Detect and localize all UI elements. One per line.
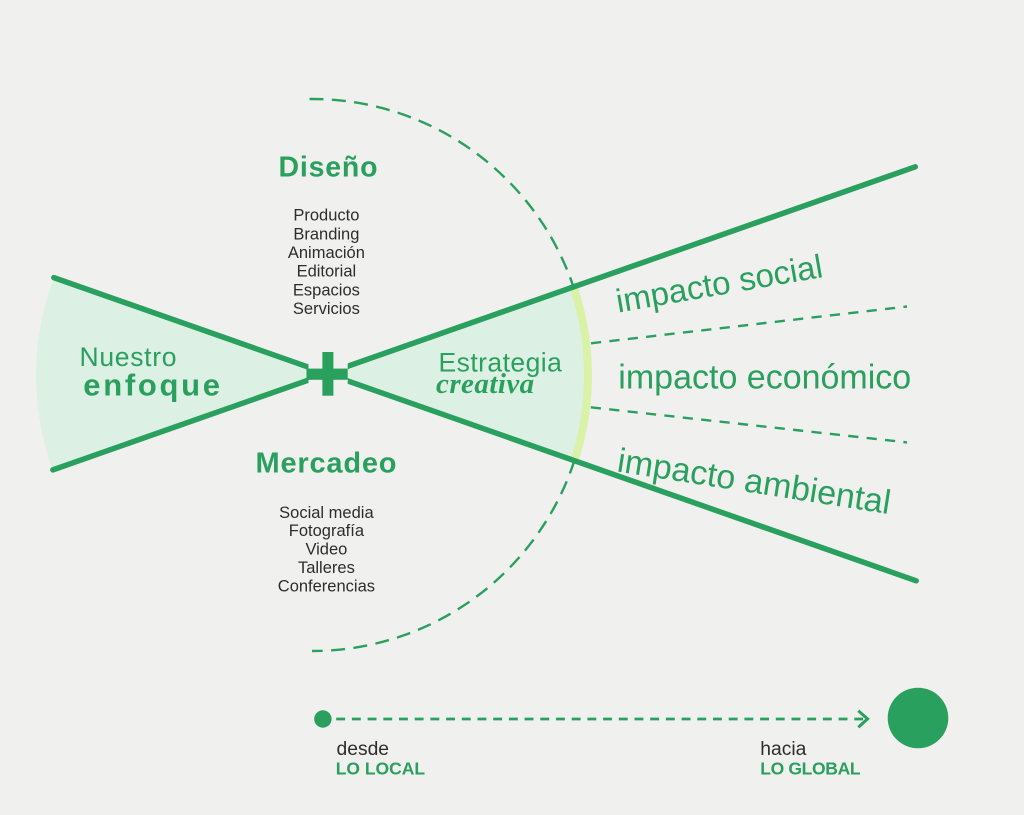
svg-text:Diseño: Diseño xyxy=(279,152,379,184)
svg-text:creativa: creativa xyxy=(436,368,535,400)
svg-text:Talleres: Talleres xyxy=(298,559,355,577)
svg-text:impacto económico: impacto económico xyxy=(618,359,911,397)
svg-text:Editorial: Editorial xyxy=(297,263,357,281)
svg-text:LO LOCAL: LO LOCAL xyxy=(336,759,426,779)
svg-text:Fotografía: Fotografía xyxy=(289,522,365,540)
svg-text:Nuestro: Nuestro xyxy=(80,342,178,372)
svg-text:Conferencias: Conferencias xyxy=(278,577,375,595)
svg-text:Mercadeo: Mercadeo xyxy=(256,447,398,479)
svg-text:LO GLOBAL: LO GLOBAL xyxy=(760,759,861,779)
svg-text:Espacios: Espacios xyxy=(293,281,360,299)
svg-text:Estrategia: Estrategia xyxy=(439,348,563,378)
svg-text:hacia: hacia xyxy=(760,739,806,760)
svg-text:desde: desde xyxy=(337,739,390,760)
svg-text:Branding: Branding xyxy=(293,225,359,243)
svg-text:enfoque: enfoque xyxy=(83,368,222,403)
svg-text:Social media: Social media xyxy=(279,504,374,522)
svg-text:Video: Video xyxy=(305,541,347,559)
svg-text:Servicios: Servicios xyxy=(293,300,360,318)
svg-text:Producto: Producto xyxy=(293,207,359,225)
svg-text:Animación: Animación xyxy=(288,244,365,262)
